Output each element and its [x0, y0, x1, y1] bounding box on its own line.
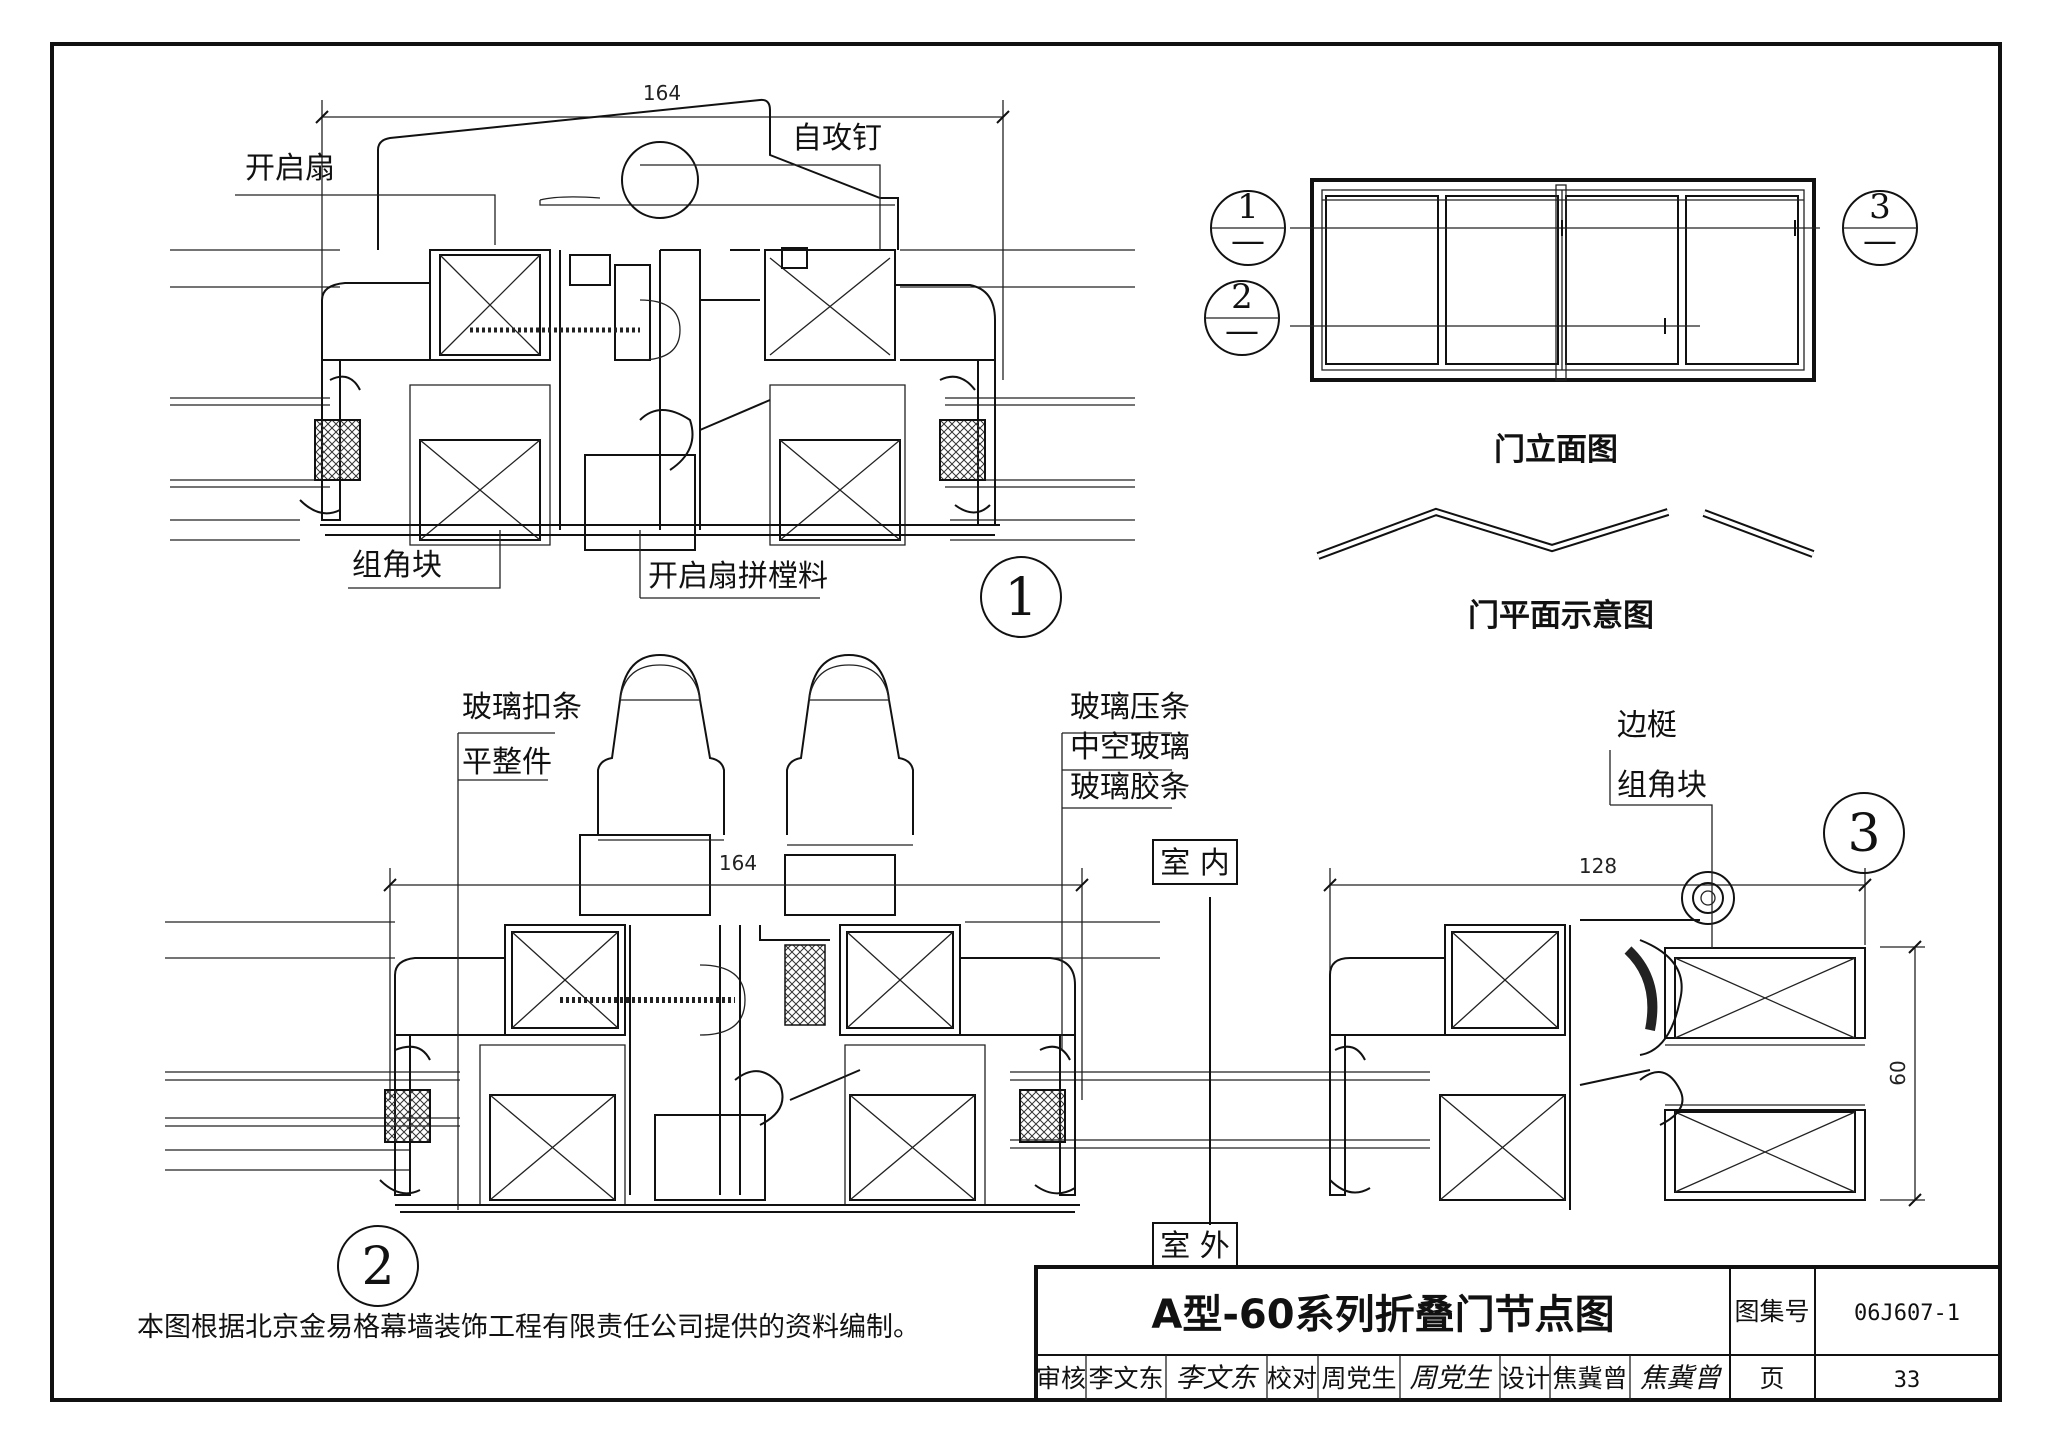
callout-3	[1823, 792, 1905, 874]
reviewer-name: 李文东	[1088, 1364, 1163, 1393]
label-screw: 自攻钉	[792, 121, 882, 156]
label-inside: 室 内	[1160, 846, 1230, 881]
label-glass-bead-clip: 玻璃扣条	[462, 690, 582, 725]
sheet-border	[50, 42, 2002, 1402]
plan-title: 门平面示意图	[1468, 598, 1654, 634]
detail-1-section: 164	[170, 81, 1135, 638]
page-number: 33	[1894, 1368, 1921, 1393]
door-plan-diagram: 门平面示意图	[1316, 507, 1815, 634]
reviewer-signature: 李文东	[1176, 1363, 1260, 1394]
title-block: A型-60系列折叠门节点图 图集号 06J607-1 页 33 审核 李文东 李…	[1034, 1265, 2002, 1402]
label-corner-block-3: 组角块	[1617, 768, 1707, 803]
svg-text:—: —	[1231, 221, 1265, 261]
checker-name: 周党生	[1321, 1364, 1396, 1393]
designer-signature: 焦冀曾	[1640, 1363, 1723, 1394]
elevation-title: 门立面图	[1494, 432, 1618, 468]
drawing-title: A型-60系列折叠门节点图	[1151, 1292, 1614, 1338]
callout-1-number: 1	[1004, 568, 1037, 628]
label-corner-block-1: 组角块	[352, 548, 442, 583]
svg-text:3: 3	[1869, 187, 1891, 227]
label-outside: 室 外	[1160, 1229, 1230, 1264]
detail-3-dim-width: 128	[1579, 854, 1617, 878]
label-glass-bead: 玻璃压条	[1070, 690, 1190, 725]
detail-1-dim: 164	[643, 81, 681, 105]
design-label: 设计	[1500, 1364, 1550, 1393]
atlas-number: 06J607-1	[1854, 1301, 1960, 1326]
callout-1	[980, 556, 1062, 638]
label-leveler: 平整件	[462, 745, 552, 780]
label-mullion: 开启扇拼樘料	[648, 559, 828, 594]
callout-2-number: 2	[361, 1237, 394, 1297]
checker-signature: 周党生	[1410, 1363, 1493, 1394]
detail-2-dim: 164	[719, 851, 757, 875]
atlas-label: 图集号	[1734, 1297, 1809, 1326]
callout-2	[337, 1225, 419, 1307]
door-elevation: 1 — 2 — 3 — 门立面图	[1204, 178, 1918, 468]
label-insulating-glass: 中空玻璃	[1070, 730, 1190, 765]
inside-box	[1152, 839, 1238, 885]
designer-name: 焦冀曾	[1552, 1364, 1627, 1393]
svg-text:—: —	[1863, 221, 1897, 261]
page-label: 页	[1759, 1364, 1784, 1393]
source-note: 本图根据北京金易格幕墙装饰工程有限责任公司提供的资料编制。	[137, 1312, 920, 1343]
detail-3-dim-depth: 60	[1886, 1060, 1910, 1085]
check-label: 校对	[1267, 1364, 1317, 1393]
label-sash: 开启扇	[245, 151, 335, 186]
detail-2-section: 164	[165, 653, 1430, 1307]
label-side-stile: 边梃	[1617, 708, 1677, 743]
callout-3-number: 3	[1847, 804, 1880, 864]
svg-text:—: —	[1225, 311, 1259, 351]
detail-3-section: 128 60 边梃 组角块	[1323, 708, 1925, 1210]
svg-text:2: 2	[1231, 277, 1253, 317]
review-label: 审核	[1036, 1364, 1086, 1393]
svg-text:1: 1	[1237, 187, 1259, 227]
label-glass-gasket: 玻璃胶条	[1070, 770, 1190, 805]
